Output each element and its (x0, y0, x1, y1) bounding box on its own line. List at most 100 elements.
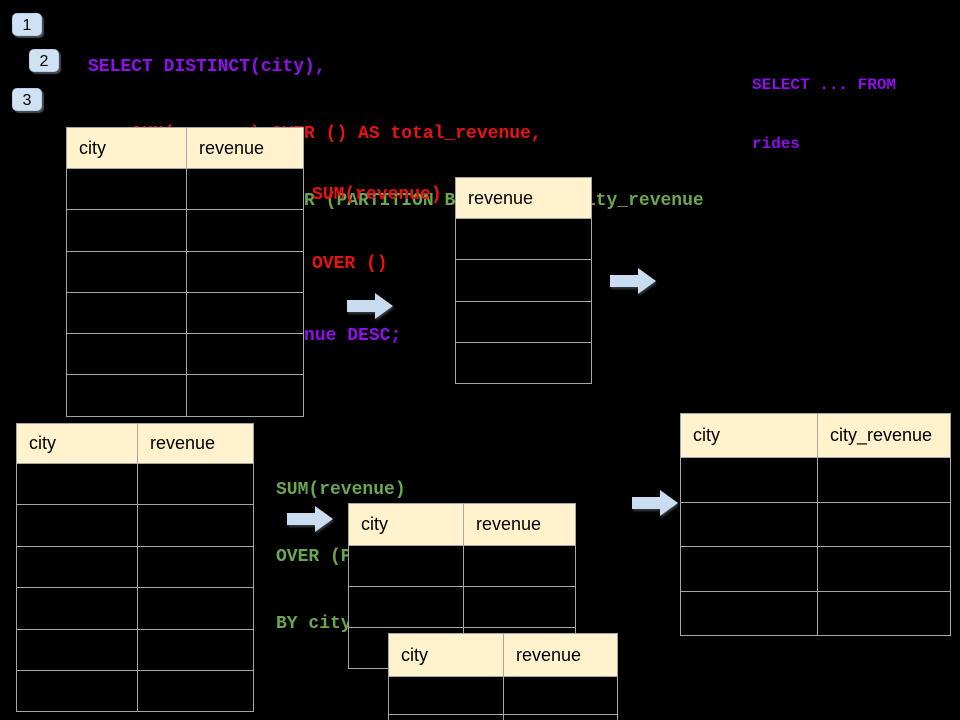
table-cell-empty (463, 545, 576, 587)
table-row (66, 250, 304, 293)
table-cell-empty (137, 545, 254, 589)
snippet-line: rides (752, 134, 801, 153)
table-row (455, 341, 592, 385)
table-row (16, 545, 254, 589)
table-cell-empty (680, 501, 818, 547)
table-cell-empty (680, 590, 818, 636)
partition-table-front: city revenue (388, 633, 618, 720)
table-cell-empty (66, 250, 187, 293)
column-header-city: city (16, 423, 138, 464)
arrow-right-icon (610, 268, 656, 294)
table-row (455, 259, 592, 302)
step-badge-1: 1 (12, 13, 42, 36)
table-cell-empty (186, 167, 304, 211)
table-cell-empty (186, 209, 304, 252)
city-revenue-result-table: city city_revenue (680, 413, 951, 636)
table-cell-empty (817, 501, 951, 547)
table-cell-empty (680, 457, 818, 503)
table-cell-empty (388, 676, 504, 715)
table-row (388, 676, 618, 715)
table-header-row: city revenue (348, 503, 576, 546)
table-row (66, 209, 304, 252)
total-revenue-result-table: revenue (455, 177, 592, 385)
column-header-revenue: revenue (503, 633, 618, 677)
table-header-row: city revenue (66, 127, 304, 169)
table-header-row: city revenue (388, 633, 618, 677)
snippet-line: SELECT ... FROM (752, 76, 897, 94)
column-header-revenue: revenue (186, 127, 304, 169)
column-header-city: city (388, 633, 504, 677)
arrow-right-icon (632, 490, 678, 516)
table-header-row: city city_revenue (680, 413, 951, 458)
table-cell-empty (16, 628, 138, 671)
table-row (680, 590, 951, 636)
table-cell-empty (463, 586, 576, 628)
column-header-city: city (66, 127, 187, 169)
column-header-revenue: revenue (463, 503, 576, 546)
column-header-city-revenue: city_revenue (817, 413, 951, 458)
source-table-bottom: city revenue (16, 423, 254, 713)
table-row (680, 501, 951, 547)
table-row (66, 333, 304, 376)
column-header-revenue: revenue (137, 423, 254, 464)
code-line: SELECT DISTINCT(city), (88, 56, 326, 77)
table-row (16, 462, 254, 506)
table-header-row: revenue (455, 177, 592, 219)
annotation-line: SUM(revenue) (312, 185, 442, 205)
table-cell-empty (16, 462, 138, 506)
table-cell-empty (348, 545, 464, 587)
table-cell-empty (137, 504, 254, 547)
table-cell-empty (455, 341, 592, 385)
table-row (66, 167, 304, 211)
table-cell-empty (66, 374, 187, 417)
step-badge-2: 2 (29, 49, 59, 72)
table-row (680, 457, 951, 503)
table-row (680, 546, 951, 592)
total-revenue-annotation: SUM(revenue) OVER () (312, 138, 442, 322)
table-cell-empty (66, 333, 187, 376)
table-cell-empty (817, 457, 951, 503)
table-row (455, 217, 592, 261)
column-header-revenue: revenue (455, 177, 592, 219)
source-table-top: city revenue (66, 127, 304, 417)
table-row (66, 374, 304, 417)
table-row (455, 300, 592, 343)
table-cell-empty (137, 628, 254, 671)
arrow-right-icon (347, 293, 393, 319)
table-cell-empty (137, 462, 254, 506)
table-row (348, 586, 576, 628)
table-cell-empty (16, 504, 138, 547)
table-row (348, 545, 576, 587)
table-row (16, 587, 254, 630)
table-cell-empty (348, 586, 464, 628)
table-header-row: city revenue (16, 423, 254, 464)
step-badge-3: 3 (12, 88, 42, 111)
table-cell-empty (186, 291, 304, 335)
annotation-line: OVER () (312, 254, 388, 274)
arrow-right-icon (287, 506, 333, 532)
table-cell-empty (137, 669, 254, 713)
table-cell-empty (455, 259, 592, 302)
table-row (66, 291, 304, 335)
table-cell-empty (817, 546, 951, 592)
table-row (16, 628, 254, 671)
table-cell-empty (680, 546, 818, 592)
table-cell-empty (186, 374, 304, 417)
table-cell-empty (817, 590, 951, 636)
column-header-city: city (680, 413, 818, 458)
table-cell-empty (16, 587, 138, 630)
table-cell-empty (455, 300, 592, 343)
table-cell-empty (66, 167, 187, 211)
table-row (16, 504, 254, 547)
table-cell-empty (66, 291, 187, 335)
table-cell-empty (455, 217, 592, 261)
table-row (388, 714, 618, 720)
annotation-line: SUM(revenue) (276, 479, 406, 500)
table-cell-empty (16, 545, 138, 589)
table-cell-empty (66, 209, 187, 252)
table-cell-empty (503, 714, 618, 720)
table-cell-empty (186, 250, 304, 293)
table-cell-empty (16, 669, 138, 713)
table-cell-empty (388, 714, 504, 720)
